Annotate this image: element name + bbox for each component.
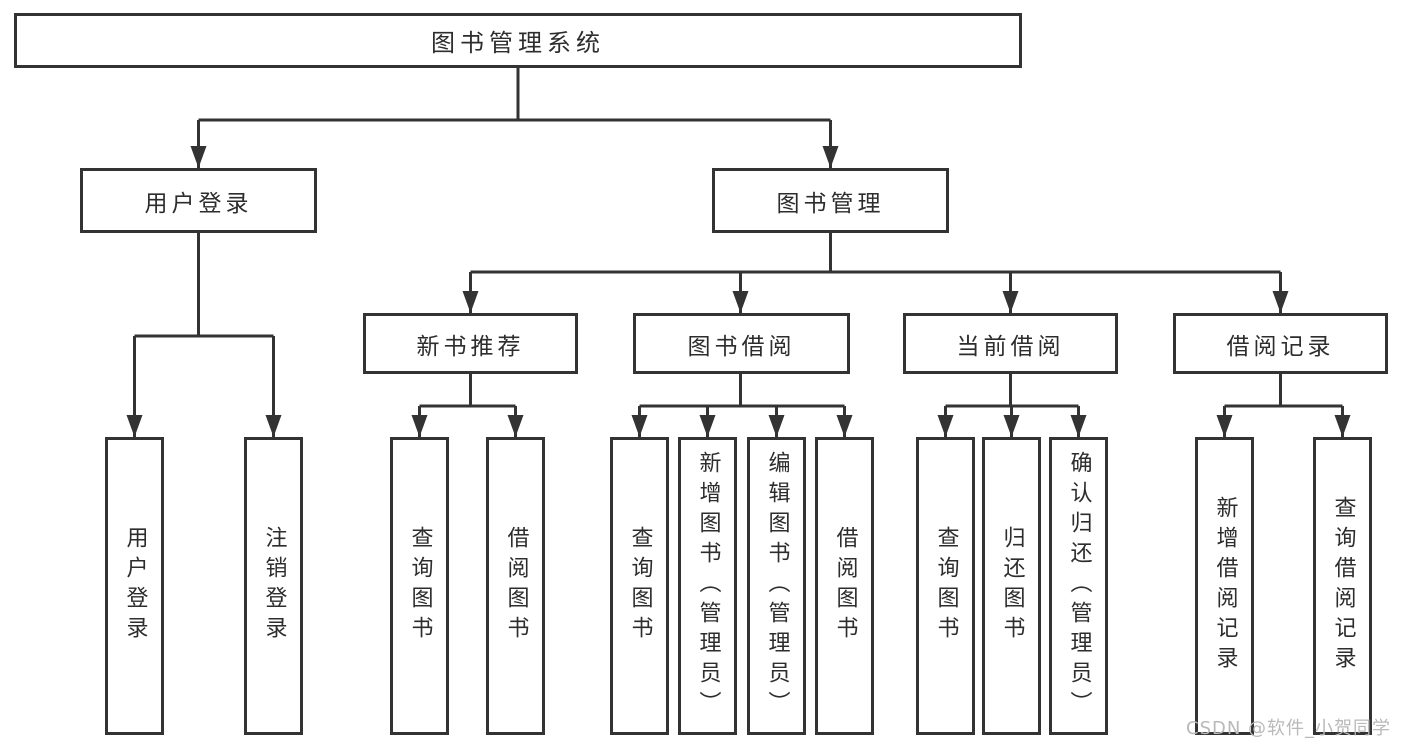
node-user-login-label: 用户登录 (144, 190, 253, 217)
leaf-borrow-books-label: 借阅图书 (832, 526, 858, 646)
connector-new-book-branch (411, 374, 524, 437)
node-root-system-label: 图书管理系统 (431, 29, 605, 57)
node-borrow-records: 借阅记录 (1173, 313, 1388, 374)
connector-user-login-branch (126, 233, 282, 437)
leaf-confirm-return-admin: 确认归还（管理员） (1049, 437, 1108, 735)
leaf-query-books-borrow: 查询图书 (610, 437, 669, 735)
connector-current-borrow-branch (937, 374, 1087, 437)
leaf-borrow-books-recommend: 借阅图书 (486, 437, 545, 735)
leaf-user-login: 用户登录 (105, 437, 164, 735)
node-current-borrow-label: 当前借阅 (956, 333, 1065, 360)
node-book-management-label: 图书管理 (776, 190, 885, 217)
csdn-watermark: CSDN @软件_小贺同学 (1186, 718, 1392, 739)
leaf-query-books-recommend-label: 查询图书 (407, 526, 433, 646)
connector-book-borrow-branch (631, 374, 853, 437)
leaf-add-book-admin: 新增图书（管理员） (678, 437, 737, 735)
leaf-return-book: 归还图书 (982, 437, 1041, 735)
node-book-borrow: 图书借阅 (633, 313, 850, 374)
node-user-login: 用户登录 (80, 168, 317, 233)
leaf-return-book-label: 归还图书 (999, 526, 1025, 646)
leaf-logout: 注销登录 (244, 437, 303, 735)
leaf-query-books-current: 查询图书 (916, 437, 975, 735)
connector-book-management-branch (462, 233, 1289, 313)
leaf-query-books-recommend: 查询图书 (390, 437, 449, 735)
node-book-management: 图书管理 (712, 168, 949, 233)
leaf-confirm-return-admin-label: 确认归还（管理员） (1066, 451, 1092, 721)
node-root-system: 图书管理系统 (14, 13, 1022, 68)
leaf-borrow-books-recommend-label: 借阅图书 (503, 526, 529, 646)
leaf-edit-book-admin-label: 编辑图书（管理员） (764, 451, 790, 721)
leaf-add-borrow-record-label: 新增借阅记录 (1212, 496, 1238, 676)
leaf-query-books-borrow-label: 查询图书 (627, 526, 653, 646)
connector-root-branch (190, 68, 839, 168)
node-borrow-records-label: 借阅记录 (1226, 333, 1335, 360)
leaf-query-books-current-label: 查询图书 (933, 526, 959, 646)
leaf-query-borrow-record: 查询借阅记录 (1313, 437, 1372, 735)
node-new-book-recommend-label: 新书推荐 (416, 333, 525, 360)
leaf-user-login-label: 用户登录 (122, 526, 148, 646)
leaf-logout-label: 注销登录 (261, 526, 287, 646)
leaf-edit-book-admin: 编辑图书（管理员） (747, 437, 806, 735)
node-new-book-recommend: 新书推荐 (363, 313, 578, 374)
connector-borrow-records-branch (1216, 374, 1351, 437)
leaf-query-borrow-record-label: 查询借阅记录 (1330, 496, 1356, 676)
node-current-borrow: 当前借阅 (903, 313, 1118, 374)
leaf-add-borrow-record: 新增借阅记录 (1195, 437, 1254, 735)
node-book-borrow-label: 图书借阅 (687, 333, 796, 360)
leaf-borrow-books: 借阅图书 (815, 437, 874, 735)
leaf-add-book-admin-label: 新增图书（管理员） (695, 451, 721, 721)
